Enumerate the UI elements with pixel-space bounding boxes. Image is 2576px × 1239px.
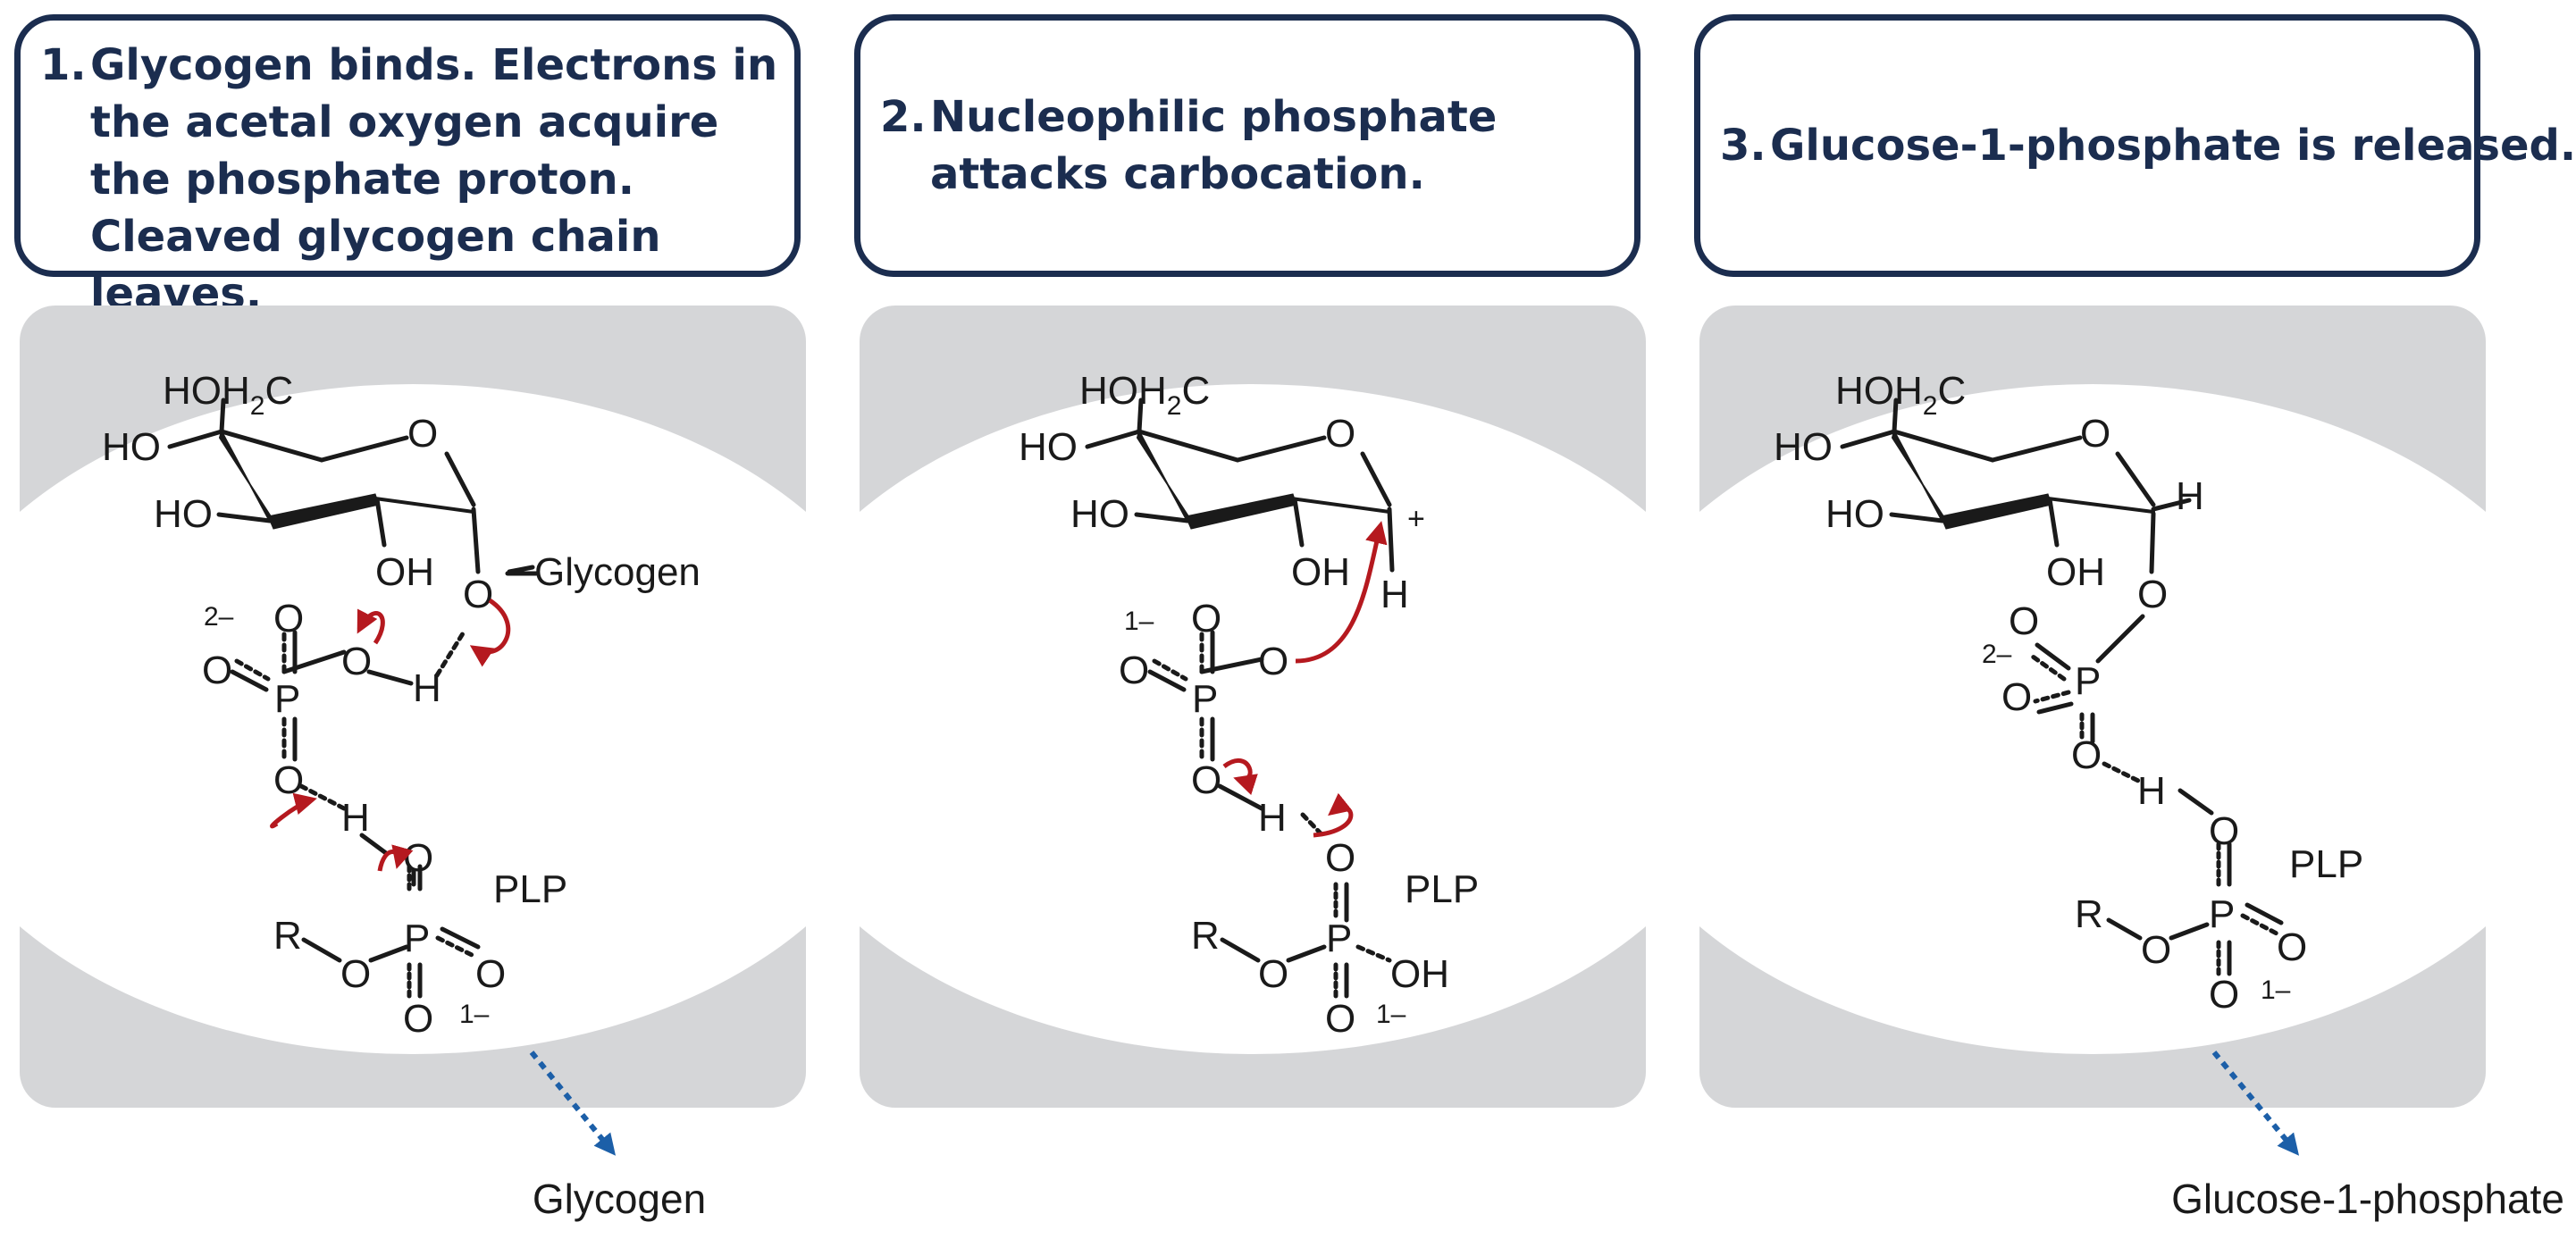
p2-arrow-attack xyxy=(1295,521,1388,664)
p1-arrow-oh xyxy=(357,608,385,645)
g1p-release-arrow xyxy=(2211,1051,2300,1156)
p3-oh: OH xyxy=(2046,550,2105,594)
p2-charge-1minus-bottom: 1– xyxy=(1376,1000,1406,1029)
panel-1 xyxy=(20,306,806,1108)
p3-h-bridge: H xyxy=(2137,769,2166,813)
p3-ho-2: HO xyxy=(1825,492,1884,536)
p2-ho-1: HO xyxy=(1019,425,1078,469)
p1-o-top: O xyxy=(273,597,304,640)
p2-h-carbocation: H xyxy=(1380,573,1409,616)
p3-plp-o-bottom: O xyxy=(2209,973,2239,1017)
p3-ring-o: O xyxy=(2080,412,2110,456)
p2-o-left: O xyxy=(1119,649,1149,692)
step-3-number: 3. xyxy=(1720,121,1766,171)
p1-plp-o-bottom: O xyxy=(403,997,433,1041)
p2-oh: OH xyxy=(1291,550,1350,594)
p1-o-bottom: O xyxy=(273,758,304,802)
step-3-header: 3. Glucose-1-phosphate is released. xyxy=(1694,14,2576,277)
p1-p-lower: P xyxy=(404,917,430,960)
p3-o-left: O xyxy=(2001,675,2032,719)
p2-plp-o-left: O xyxy=(1258,952,1288,996)
p2-ring-o: O xyxy=(1325,412,1355,456)
p1-arrow-acetal xyxy=(469,598,511,667)
p1-arrow-o-bottom xyxy=(270,792,317,829)
mechanism-diagram: HOH2C O HO HO OH O Glycogen 2– O O P O H… xyxy=(20,306,2564,1222)
p1-glycogen-attached: Glycogen xyxy=(534,550,701,594)
p2-plp-o-bottom: O xyxy=(1325,997,1355,1041)
p2-plp: PLP xyxy=(1405,867,1479,911)
p3-h-anomeric: H xyxy=(2176,474,2204,518)
p2-hoh2c: HOH2C xyxy=(1079,369,1210,421)
p1-plp-o-right: O xyxy=(475,952,506,996)
panel-1-ellipse xyxy=(20,384,806,1054)
step-2-header: 2. Nucleophilic phosphate attacks carboc… xyxy=(854,14,1640,277)
p3-charge-2minus: 2– xyxy=(1982,640,2012,669)
release-arrows xyxy=(529,1051,2300,1156)
p3-plp: PLP xyxy=(2289,842,2363,886)
p1-arrow-h xyxy=(377,844,414,872)
p3-p-lower: P xyxy=(2209,892,2235,936)
p1-ho-1: HO xyxy=(102,425,161,469)
p3-plp-o-right: O xyxy=(2277,925,2307,969)
p1-plp-o-top: O xyxy=(403,836,433,880)
panel-2-ellipse xyxy=(860,384,1646,1054)
p2-o-bottom: O xyxy=(1191,758,1221,802)
p3-plp-o-top: O xyxy=(2209,809,2239,853)
panel-1-structure xyxy=(167,398,539,999)
step-2-number: 2. xyxy=(880,92,927,142)
p1-charge-2minus: 2– xyxy=(204,602,234,632)
p2-o-nucleophile: O xyxy=(1258,640,1288,683)
glycogen-release-arrow xyxy=(529,1051,617,1156)
p1-h-lower: H xyxy=(341,796,370,840)
p2-plp-oh: OH xyxy=(1390,952,1449,996)
p1-ho-2: HO xyxy=(154,492,213,536)
panel-3-structure xyxy=(1840,398,2284,976)
p2-o-top: O xyxy=(1191,597,1221,640)
p1-oh: OH xyxy=(375,550,434,594)
output-glycogen-label: Glycogen xyxy=(533,1176,706,1222)
p1-hoh2c: HOH2C xyxy=(163,369,293,421)
output-g1p-label: Glucose-1-phosphate xyxy=(2171,1176,2564,1222)
p3-charge-1minus: 1– xyxy=(2261,975,2291,1005)
p1-plp-o-left: O xyxy=(340,952,371,996)
panel-3-labels: HOH2C O HO HO OH H O O 2– O P O H O PLP … xyxy=(1774,369,2363,1017)
panel-1-electron-arrows xyxy=(270,598,511,872)
panel-2-electron-arrows xyxy=(1222,521,1388,838)
p1-o-left: O xyxy=(202,649,232,692)
p1-plp: PLP xyxy=(493,867,567,911)
step-2-text: Nucleophilic phosphate attacks carbocati… xyxy=(930,92,1498,199)
p3-r: R xyxy=(2075,892,2103,936)
step-3-text: Glucose-1-phosphate is released. xyxy=(1770,121,2576,171)
p2-charge-1minus-top: 1– xyxy=(1124,607,1154,636)
p1-o-right: O xyxy=(341,640,372,683)
p2-h-lower: H xyxy=(1258,796,1287,840)
p3-p-upper: P xyxy=(2075,659,2101,703)
step-1-text: Glycogen binds. Electrons in the acetal … xyxy=(90,40,778,319)
p1-r: R xyxy=(273,914,302,958)
p2-arrow-o-bottom xyxy=(1222,758,1258,795)
p1-charge-1minus: 1– xyxy=(459,1000,490,1029)
p2-p-upper: P xyxy=(1192,677,1218,721)
p3-o-top: O xyxy=(2009,599,2039,643)
p3-ho-1: HO xyxy=(1774,425,1833,469)
p2-arrow-h xyxy=(1313,792,1354,838)
panel-2-labels: HOH2C O HO HO OH + H 1– O O P O O H O PL… xyxy=(1019,369,1479,1041)
p2-p-lower: P xyxy=(1326,917,1352,960)
step-1-number: 1. xyxy=(40,40,87,90)
p3-glycosidic-o: O xyxy=(2137,573,2168,616)
panel-2-structure xyxy=(1085,398,1395,999)
p3-plp-o-left: O xyxy=(2141,928,2171,972)
p2-ho-2: HO xyxy=(1070,492,1129,536)
p1-acetal-o: O xyxy=(463,573,493,616)
p3-hoh2c: HOH2C xyxy=(1835,369,1966,421)
p1-ring-o: O xyxy=(407,412,438,456)
p2-plus: + xyxy=(1407,502,1425,536)
p1-h-upper: H xyxy=(413,666,441,710)
panel-2 xyxy=(860,306,1646,1108)
step-1-header: 1. Glycogen binds. Electrons in the acet… xyxy=(14,14,801,319)
p3-o-bottom: O xyxy=(2071,733,2102,777)
p2-r: R xyxy=(1191,914,1220,958)
p1-p-upper: P xyxy=(274,677,300,721)
p2-plp-o-top: O xyxy=(1325,836,1355,880)
